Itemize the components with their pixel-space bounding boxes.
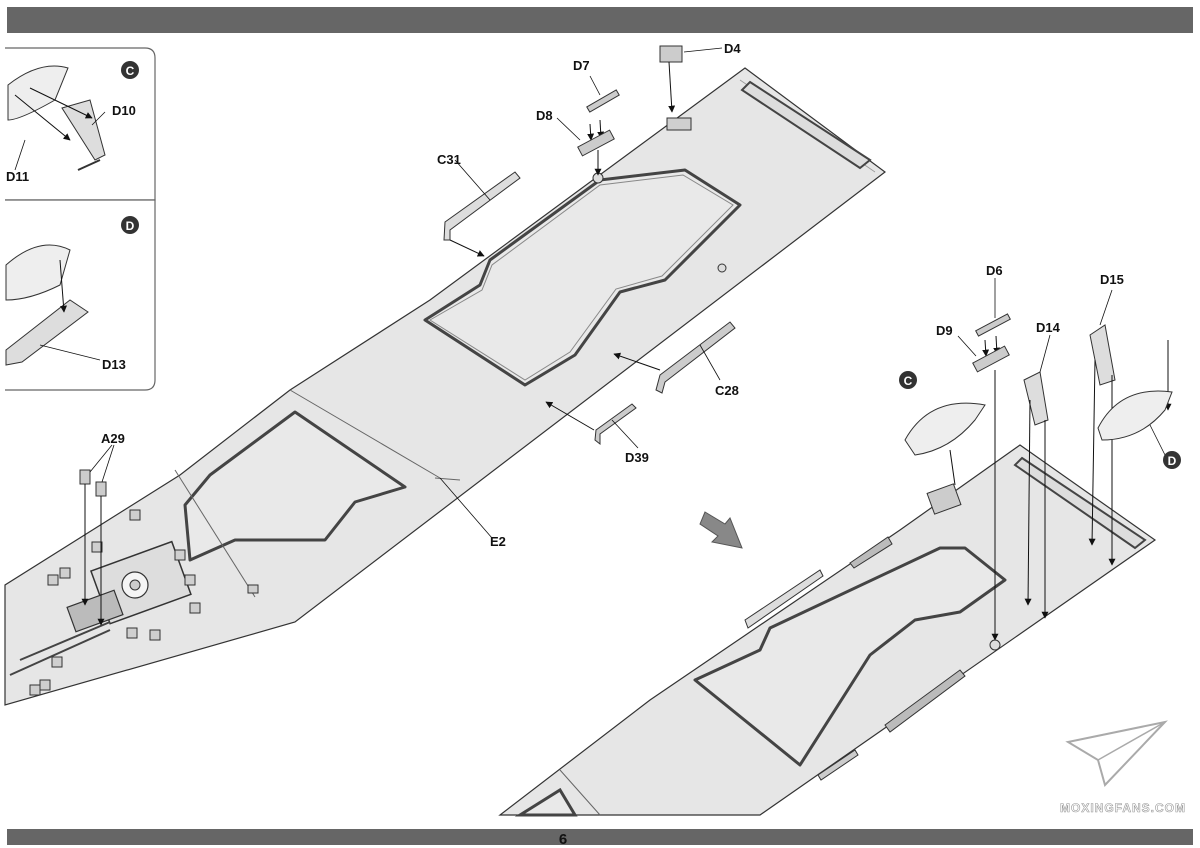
result-part-d14 <box>1023 334 1051 619</box>
label-d10: D10 <box>112 103 136 118</box>
inset-d-badge: D <box>126 219 135 233</box>
label-d39: D39 <box>625 450 649 465</box>
part-d8 <box>556 117 615 176</box>
label-e2: E2 <box>490 534 506 549</box>
result-badge-d: D <box>1168 454 1177 468</box>
part-d4 <box>659 45 723 113</box>
result-part-d9 <box>957 335 1010 641</box>
label-d4: D4 <box>724 41 741 56</box>
part-a29 <box>79 444 115 626</box>
direction-arrow <box>699 511 743 549</box>
label-d11: D11 <box>6 169 29 184</box>
label-c31: C31 <box>437 152 461 167</box>
result-boat-c: C <box>899 371 986 515</box>
top-header-bar <box>7 7 1193 33</box>
bottom-footer-bar <box>7 829 1193 845</box>
label-d15: D15 <box>1100 272 1124 287</box>
result-deck <box>498 444 1157 817</box>
part-d39 <box>545 401 639 449</box>
watermark-text: MOXINGFANS.COM <box>1060 801 1186 815</box>
label-d13: D13 <box>102 357 126 372</box>
inset-c-badge: C <box>126 64 135 78</box>
result-part-d15 <box>1088 289 1172 566</box>
label-d14: D14 <box>1036 320 1061 335</box>
result-boat-d: D <box>1097 390 1181 469</box>
part-d7 <box>586 75 620 141</box>
label-d6: D6 <box>986 263 1003 278</box>
result-badge-c: C <box>904 374 913 388</box>
part-c31 <box>443 159 521 257</box>
label-a29: A29 <box>101 431 125 446</box>
inset-d-panel: D <box>5 199 156 391</box>
label-d7: D7 <box>573 58 590 73</box>
part-e2-leader <box>439 477 493 539</box>
label-d8: D8 <box>536 108 553 123</box>
label-d9: D9 <box>936 323 953 338</box>
inset-c-panel: C <box>5 47 156 201</box>
part-c28 <box>613 321 736 394</box>
result-part-d6 <box>975 278 1011 357</box>
label-c28: C28 <box>715 383 739 398</box>
watermark-logo: MOXINGFANS.COM <box>1060 720 1186 815</box>
main-deck <box>4 67 886 706</box>
page-number: 6 <box>558 831 568 848</box>
